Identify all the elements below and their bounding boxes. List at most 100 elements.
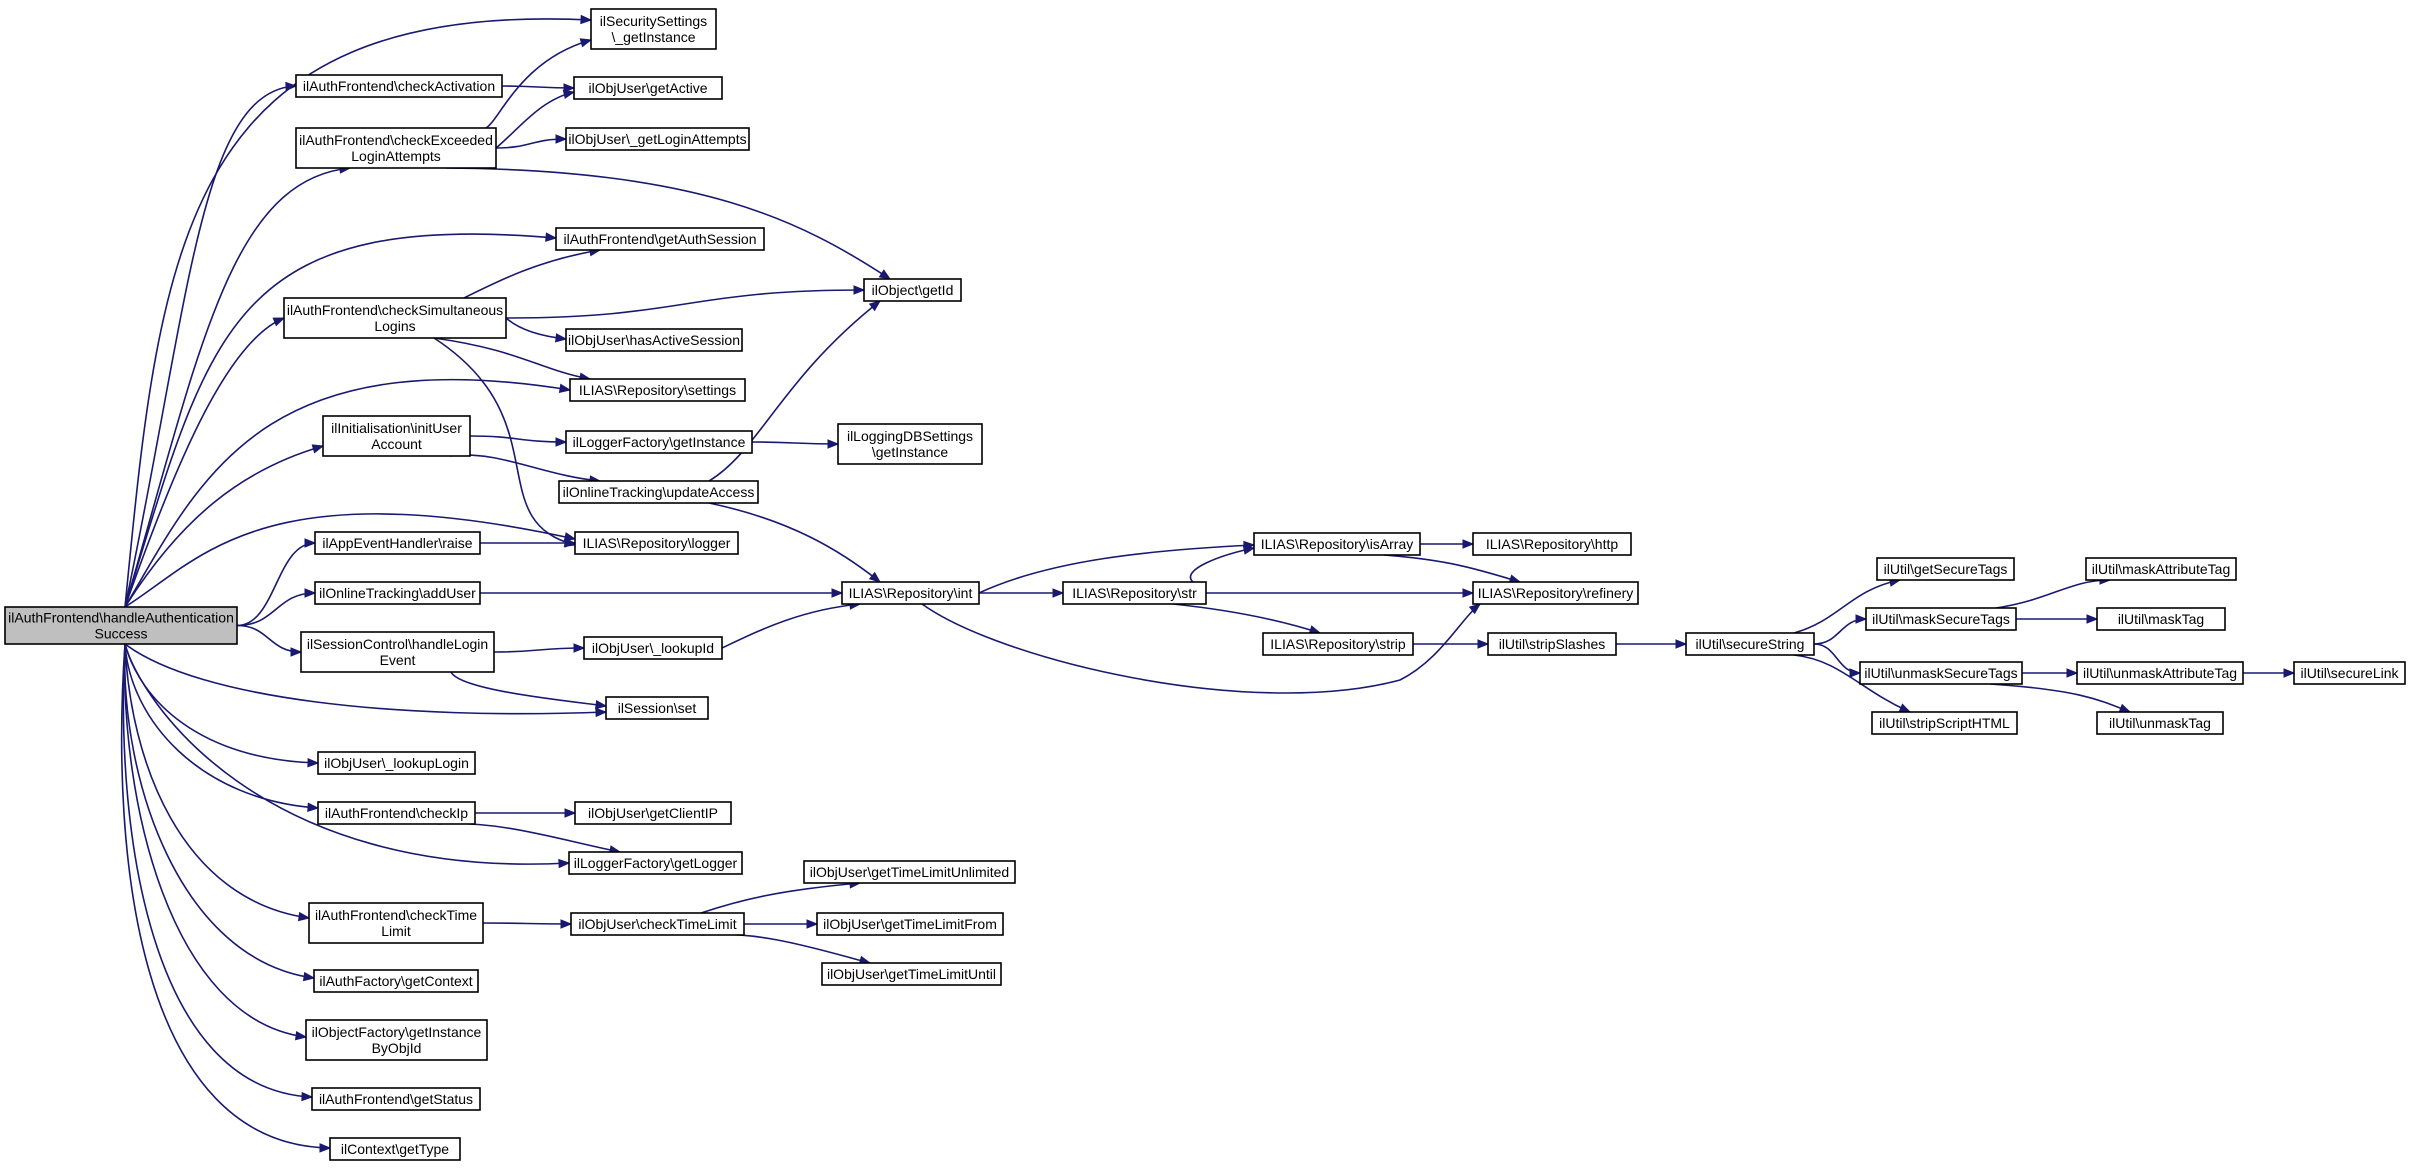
call-edge	[445, 167, 891, 280]
call-edge	[708, 502, 881, 583]
function-node[interactable]: ilLoggingDBSettings\getInstance	[837, 423, 983, 465]
node-label: ilAuthFrontend\checkSimultaneous	[287, 302, 503, 318]
arrow-head-icon	[307, 757, 320, 768]
function-node[interactable]: ilLoggerFactory\getLogger	[568, 851, 743, 875]
call-edge	[463, 249, 601, 299]
call-edge	[485, 39, 592, 129]
function-node[interactable]: ilAuthFrontend\checkExceededLoginAttempt…	[295, 127, 497, 169]
function-node[interactable]: ilOnlineTracking\addUser	[314, 581, 481, 605]
arrow-head-icon	[594, 699, 608, 710]
function-node[interactable]: ILIAS\Repository\strip	[1262, 632, 1414, 656]
function-node[interactable]: ilObjUser\getTimeLimitUntil	[821, 962, 1002, 986]
function-node[interactable]: ilObjUser\checkTimeLimit	[570, 912, 745, 936]
function-node[interactable]: ILIAS\Repository\isArray	[1253, 532, 1421, 556]
function-node[interactable]: ilUtil\getSecureTags	[1876, 557, 2015, 581]
function-node[interactable]: ilUtil\secureString	[1685, 632, 1815, 656]
root-function-node[interactable]: ilAuthFrontend\handleAuthenticationSucce…	[4, 606, 238, 645]
function-node[interactable]: ilUtil\secureLink	[2293, 661, 2406, 685]
arrow-head-icon	[555, 437, 568, 447]
function-node[interactable]: ilObjUser\getClientIP	[574, 801, 732, 825]
nodes-layer: ilAuthFrontend\handleAuthenticationSucce…	[4, 8, 2406, 1161]
function-node[interactable]: ilSecuritySettings\_getInstance	[590, 8, 717, 50]
function-node[interactable]: ILIAS\Repository\int	[841, 581, 980, 605]
node-label: ilUtil\unmaskAttributeTag	[2083, 665, 2237, 681]
node-box	[803, 860, 1016, 884]
node-label: ilObjUser\getTimeLimitUntil	[827, 966, 996, 982]
call-edge	[449, 454, 601, 482]
call-edge	[1383, 554, 1521, 583]
function-node[interactable]: ilObjUser\_getLoginAttempts	[565, 127, 750, 151]
node-box	[1062, 581, 1207, 605]
call-edge	[1813, 618, 1867, 645]
node-label: ilUtil\unmaskTag	[2109, 715, 2211, 731]
arrow-head-icon	[2066, 668, 2079, 678]
function-node[interactable]: ilObjUser\_lookupId	[583, 636, 723, 660]
function-node[interactable]: ILIAS\Repository\refinery	[1472, 581, 1639, 605]
call-edge	[124, 513, 576, 608]
call-edge	[124, 445, 324, 608]
function-node[interactable]: ilUtil\maskTag	[2096, 607, 2226, 631]
call-edge	[124, 317, 285, 608]
arrow-head-icon	[304, 538, 317, 548]
node-label: ilInitialisation\initUser	[331, 420, 462, 436]
node-box	[570, 912, 745, 936]
function-node[interactable]: ILIAS\Repository\settings	[569, 378, 746, 402]
function-node[interactable]: ilContext\getType	[329, 1137, 461, 1161]
function-node[interactable]: ilUtil\stripScriptHTML	[1871, 711, 2018, 735]
function-node[interactable]: ilUtil\stripSlashes	[1487, 632, 1617, 656]
function-node[interactable]: ilObject\getId	[863, 278, 962, 302]
function-node[interactable]: ilAuthFrontend\checkTimeLimit	[308, 902, 484, 944]
node-label: ilAuthFrontend\checkTime	[315, 907, 477, 923]
node-label: ilLoggerFactory\getInstance	[573, 434, 746, 450]
arrow-head-icon	[319, 1143, 332, 1153]
arrow-head-icon	[806, 919, 819, 929]
node-box	[329, 1137, 461, 1161]
function-node[interactable]: ILIAS\Repository\http	[1472, 532, 1632, 556]
node-box	[590, 8, 717, 50]
node-box	[574, 531, 739, 555]
call-edge	[124, 643, 570, 865]
function-node[interactable]: ilAuthFrontend\checkIp	[317, 801, 476, 825]
function-node[interactable]: ilAuthFrontend\getStatus	[311, 1087, 481, 1111]
function-node[interactable]: ilUtil\unmaskAttributeTag	[2076, 661, 2244, 685]
node-label: Limit	[381, 923, 411, 939]
arrow-head-icon	[555, 134, 568, 144]
function-node[interactable]: ILIAS\Repository\str	[1062, 581, 1207, 605]
function-node[interactable]: ilObjUser\getActive	[573, 76, 723, 100]
function-node[interactable]: ilObjUser\hasActiveSession	[565, 328, 743, 352]
node-box	[568, 851, 743, 875]
node-box	[605, 696, 709, 720]
node-box	[1262, 632, 1414, 656]
node-label: ILIAS\Repository\int	[849, 585, 973, 601]
call-edge	[1793, 654, 1911, 713]
function-node[interactable]: ilAuthFrontend\checkActivation	[295, 74, 503, 98]
node-label: ilAppEventHandler\raise	[322, 535, 472, 551]
call-edge	[501, 85, 575, 89]
function-node[interactable]: ilOnlineTracking\updateAccess	[558, 480, 759, 504]
node-label: Account	[371, 436, 422, 452]
function-node[interactable]: ilUtil\unmaskTag	[2096, 711, 2224, 735]
function-node[interactable]: ilLoggerFactory\getInstance	[565, 430, 753, 454]
function-node[interactable]: ilSession\set	[605, 696, 709, 720]
function-node[interactable]: ilObjUser\_lookupLogin	[317, 751, 476, 775]
function-node[interactable]: ILIAS\Repository\logger	[574, 531, 739, 555]
function-node[interactable]: ilAppEventHandler\raise	[314, 531, 481, 555]
function-node[interactable]: ilObjUser\getTimeLimitUnlimited	[803, 860, 1016, 884]
node-box	[841, 581, 980, 605]
call-edge	[433, 337, 591, 380]
call-edge	[708, 300, 881, 482]
function-node[interactable]: ilAuthFactory\getContext	[313, 969, 479, 993]
function-node[interactable]: ilUtil\unmaskSecureTags	[1859, 661, 2023, 685]
arrow-head-icon	[1849, 668, 1862, 678]
function-node[interactable]: ilUtil\maskAttributeTag	[2085, 557, 2237, 581]
function-node[interactable]: ilObjUser\getTimeLimitFrom	[816, 912, 1004, 936]
arrow-head-icon	[555, 333, 568, 343]
function-node[interactable]: ilUtil\maskSecureTags	[1865, 607, 2017, 631]
node-box	[837, 423, 983, 465]
function-node[interactable]: ilAuthFrontend\getAuthSession	[555, 227, 765, 251]
call-edge	[495, 91, 575, 149]
